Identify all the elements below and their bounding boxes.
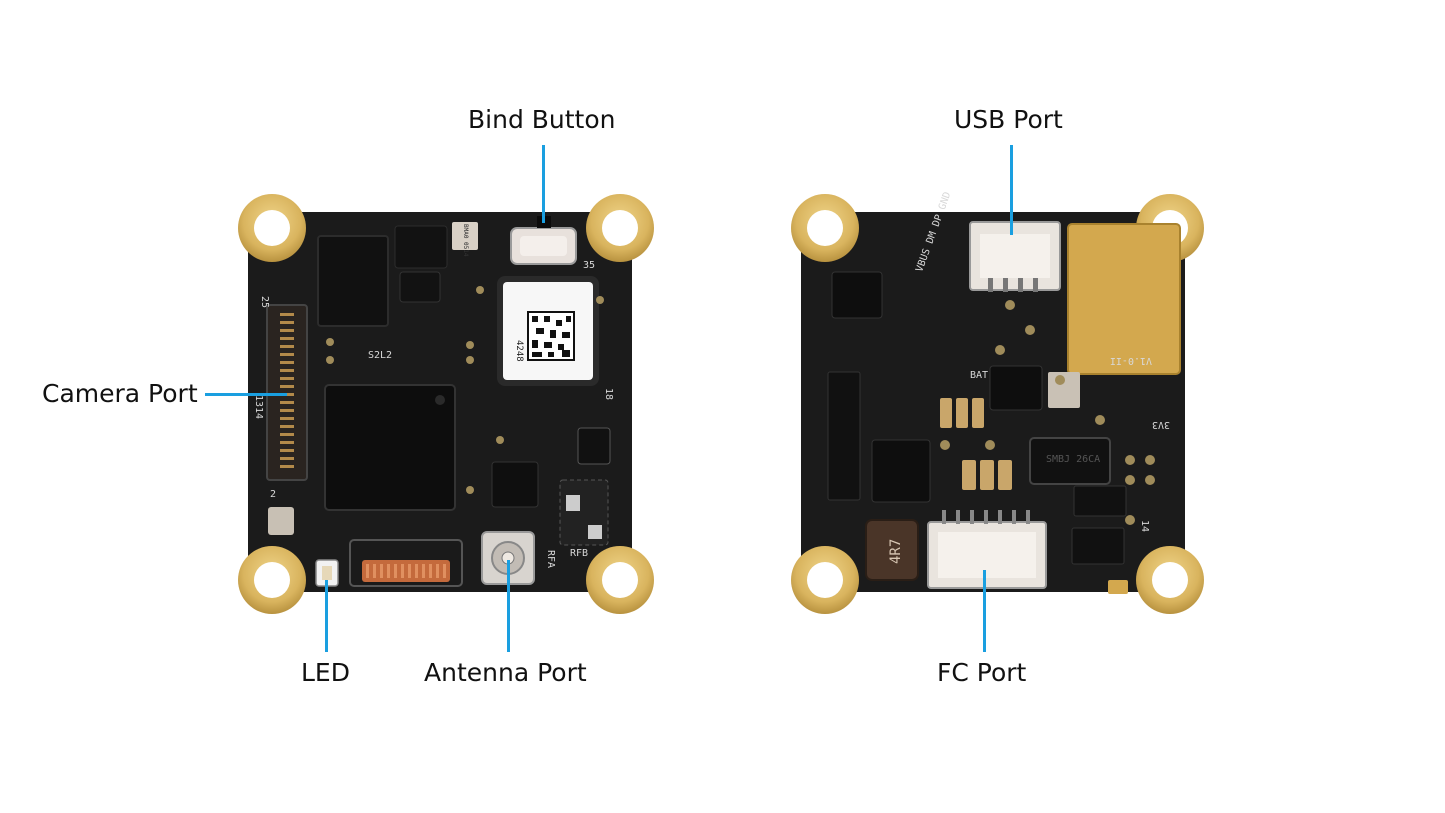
- antenna-port[interactable]: [481, 531, 535, 585]
- leader-usb-port: [1010, 145, 1013, 235]
- label-led: LED: [301, 658, 350, 687]
- back-mount-hole-bl: [791, 546, 859, 614]
- back-mount-hole-tl: [791, 194, 859, 262]
- camera-port-pins: [280, 313, 294, 468]
- back-silk-4r7: 4R7: [888, 539, 904, 564]
- front-silk-2: 2: [270, 489, 276, 500]
- back-silk-3v3: 3V3: [1152, 419, 1170, 430]
- back-ic-b: [871, 439, 931, 503]
- label-fc-port: FC Port: [937, 658, 1027, 687]
- front-mount-hole-br: [586, 546, 654, 614]
- label-bind-button: Bind Button: [468, 105, 616, 134]
- front-mount-hole-tl: [238, 194, 306, 262]
- leader-fc-port: [983, 570, 986, 652]
- front-silk-chip: BMA0 0514: [462, 224, 469, 257]
- back-copper-shield: [1067, 223, 1181, 375]
- front-mount-hole-bl: [238, 546, 306, 614]
- back-ic-e: [1071, 527, 1125, 565]
- front-mount-hole-tr: [586, 194, 654, 262]
- back-ic-a: [831, 271, 883, 319]
- front-silk-rfa: RFA: [545, 550, 556, 568]
- back-silk-smbj: SMBJ 26CA: [1046, 454, 1100, 465]
- label-usb-port: USB Port: [954, 105, 1063, 134]
- back-silk-14: 14: [1139, 520, 1150, 532]
- leader-camera-port: [205, 393, 287, 396]
- front-silk-ic: S2L2: [368, 350, 392, 361]
- leader-led: [325, 580, 328, 652]
- back-ic-d: [1073, 485, 1127, 517]
- fc-port[interactable]: [927, 510, 1047, 589]
- camera-port[interactable]: [266, 304, 308, 481]
- back-inductor: [865, 519, 919, 581]
- front-silk-25: 25: [259, 296, 270, 308]
- leader-antenna-port: [507, 560, 510, 652]
- leader-bind-button: [542, 145, 545, 223]
- label-camera-port: Camera Port: [42, 379, 198, 408]
- front-silk-18: 18: [603, 388, 614, 400]
- front-silk-35: 35: [583, 260, 595, 271]
- back-smbj: [1029, 437, 1111, 485]
- front-silk-1314: 1314: [253, 395, 264, 419]
- usb-port[interactable]: [969, 221, 1061, 292]
- back-silk-bat: BAT: [970, 370, 988, 381]
- front-memory-chip: [317, 235, 389, 327]
- label-antenna-port: Antenna Port: [424, 658, 587, 687]
- front-silk-rfb: RFB: [570, 548, 588, 559]
- front-main-soc: [324, 384, 456, 511]
- front-sticker-code: 4248: [514, 340, 524, 362]
- back-ic-c: [989, 365, 1043, 411]
- back-mount-hole-br: [1136, 546, 1204, 614]
- front-data-matrix: [527, 311, 575, 361]
- back-silk-version: V1.0-II: [1110, 355, 1152, 366]
